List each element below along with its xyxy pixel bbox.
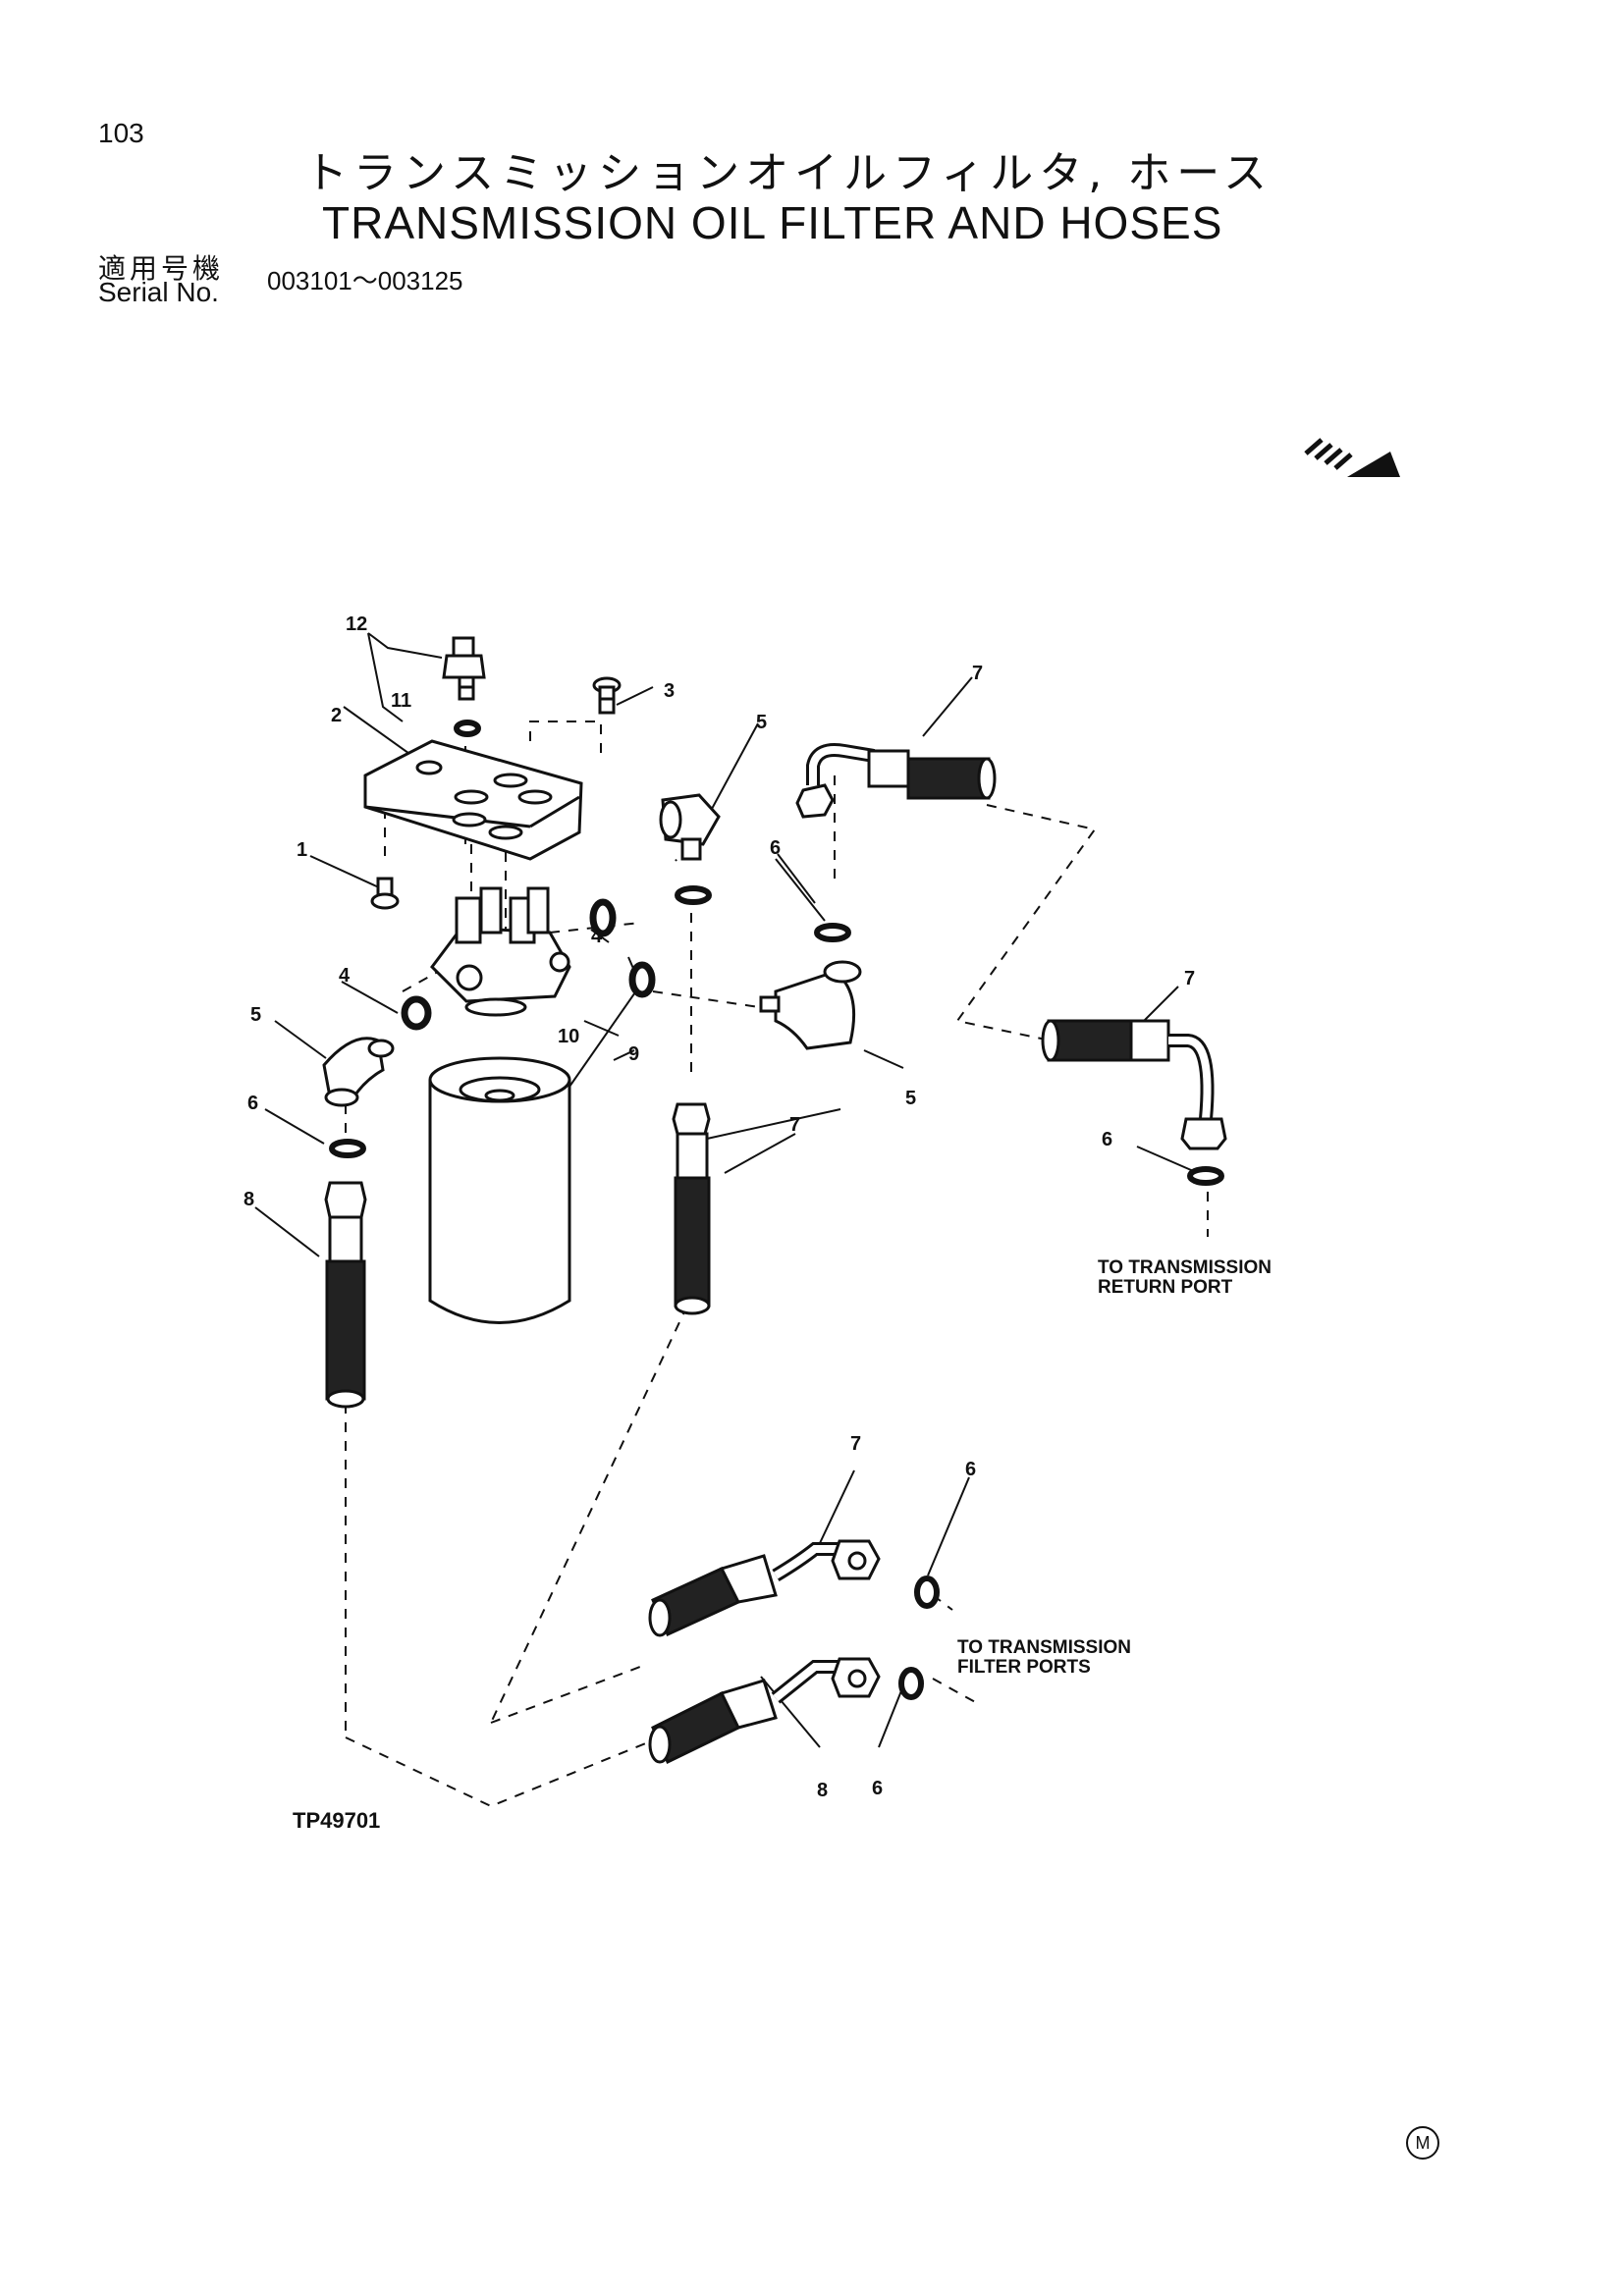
callout-labels: 12 11 2 3 5 7 1 6 4 4 10 5 9 5 7 6 7 6 8… <box>244 614 1195 1801</box>
part-2-bracket <box>363 739 583 861</box>
callout-7: 7 <box>789 1114 800 1136</box>
part-5-elbow <box>759 960 862 1050</box>
callout-8: 8 <box>817 1780 828 1801</box>
part-10-filter-head <box>430 886 571 1017</box>
part-4-o-ring <box>589 898 617 937</box>
page-title-japanese: トランスミッションオイルフィルタ, ホース <box>304 148 1273 198</box>
callout-5: 5 <box>905 1088 916 1109</box>
part-7-hose <box>672 1102 711 1315</box>
callout-6: 6 <box>770 837 781 859</box>
callout-7: 7 <box>1184 968 1195 989</box>
callout-6: 6 <box>965 1459 976 1480</box>
part-6-washer <box>1187 1166 1224 1186</box>
part-7-hose <box>648 1539 881 1637</box>
callout-11: 11 <box>391 690 411 712</box>
part-6-washer <box>898 1667 924 1700</box>
callout-7: 7 <box>972 663 983 684</box>
figure-id: TP49701 <box>293 1808 380 1833</box>
part-11-washer <box>454 720 481 737</box>
callout-12: 12 <box>346 614 367 635</box>
callout-6: 6 <box>872 1778 883 1799</box>
page-title-english: TRANSMISSION OIL FILTER AND HOSES <box>322 197 1223 248</box>
front-direction-arrow-icon <box>1304 438 1400 477</box>
callout-1: 1 <box>297 839 307 861</box>
serial-label-english: Serial No. <box>98 277 219 307</box>
part-3-bolt <box>592 676 622 715</box>
part-9-filter <box>428 1056 571 1324</box>
callout-6: 6 <box>1102 1129 1112 1150</box>
part-12-fitting <box>442 636 486 701</box>
callout-10: 10 <box>558 1026 579 1047</box>
callout-9: 9 <box>628 1043 639 1065</box>
callout-3: 3 <box>664 680 675 702</box>
return-port-note: RETURN PORT <box>1098 1277 1233 1298</box>
part-6-washer <box>814 923 851 942</box>
part-1-bolt <box>370 877 400 910</box>
callout-5: 5 <box>756 712 767 733</box>
page-number: 103 <box>98 118 144 148</box>
part-5-elbow <box>659 793 721 861</box>
return-port-note: TO TRANSMISSION <box>1098 1257 1272 1278</box>
part-6-washer <box>675 885 712 905</box>
part-4-o-ring <box>401 995 432 1031</box>
filter-ports-note: TO TRANSMISSION <box>957 1637 1131 1658</box>
part-4-o-ring <box>628 961 656 998</box>
part-6-washer <box>914 1575 940 1609</box>
filter-ports-note: FILTER PORTS <box>957 1657 1091 1678</box>
callout-4: 4 <box>591 926 603 947</box>
callout-7: 7 <box>850 1433 861 1455</box>
part-7-hose <box>795 743 997 819</box>
part-8-hose <box>324 1181 367 1409</box>
serial-label-japanese: 適用号機 <box>98 252 225 285</box>
callout-2: 2 <box>331 705 342 726</box>
part-6-washer <box>329 1139 366 1158</box>
callout-6: 6 <box>247 1093 258 1114</box>
part-5-elbow <box>322 1037 395 1107</box>
callout-4: 4 <box>339 965 351 987</box>
part-7-hose <box>1041 1019 1227 1150</box>
callout-8: 8 <box>244 1189 254 1210</box>
manufacturer-mark-icon: M <box>1406 2126 1439 2160</box>
callout-5: 5 <box>250 1004 261 1026</box>
serial-range: 003101～003125 <box>267 266 463 295</box>
part-8-hose <box>648 1657 881 1765</box>
